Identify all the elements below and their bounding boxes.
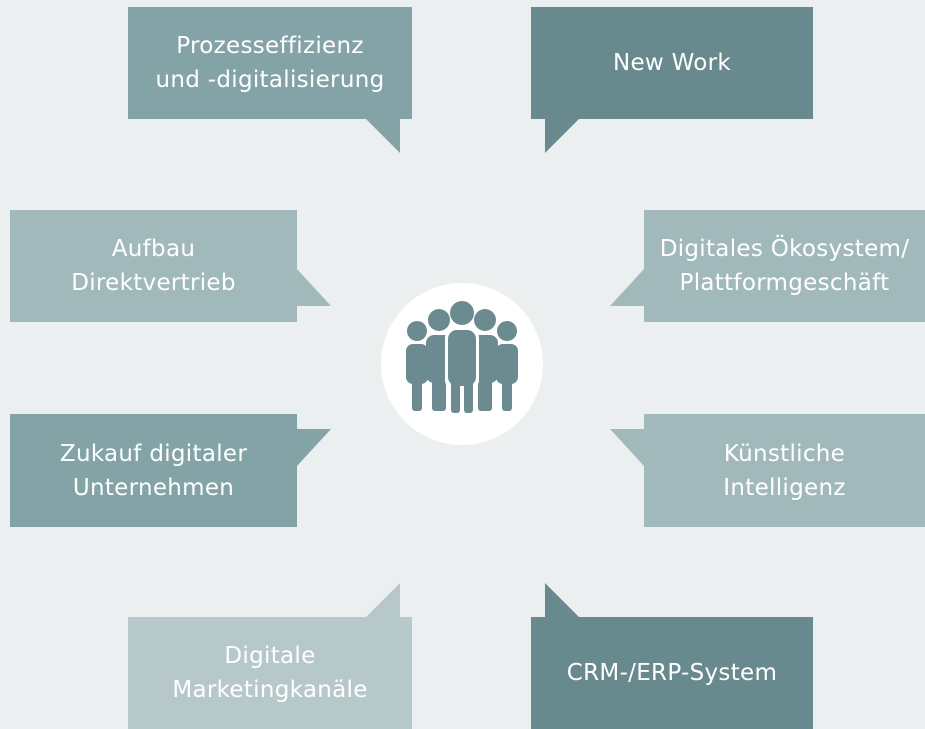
bubble-tail-6 <box>610 429 644 466</box>
bubble-aufbau-direktvertrieb: Aufbau Direktvertrieb <box>10 210 297 322</box>
bubble-line: Zukauf digitaler <box>59 440 248 467</box>
bubble-new-work: New Work <box>531 7 813 119</box>
bubble-line: CRM-/ERP-System <box>566 660 778 686</box>
bubble-line: Aufbau <box>111 236 196 262</box>
bubble-line: Digitale <box>224 643 316 669</box>
bubble-line: Intelligenz <box>723 474 846 501</box>
center-circle <box>381 283 543 445</box>
bubble-line: Unternehmen <box>72 474 235 501</box>
bubble-line: Digitales Ökosystem/ <box>659 236 910 262</box>
bubble-line: Künstliche <box>723 440 846 467</box>
bubble-line: Prozesseffizienz <box>176 33 364 59</box>
bubble-tail-4 <box>610 269 644 306</box>
bubble-tail-3 <box>297 269 331 306</box>
bubble-line: Direktvertrieb <box>71 270 236 296</box>
bubble-line: New Work <box>612 50 732 76</box>
bubble-digitales-oekosystem: Digitales Ökosystem/ Plattformgeschäft <box>644 210 925 322</box>
bubble-tail-2 <box>545 119 579 153</box>
bubble-kuenstliche-intelligenz: Künstliche Intelligenz <box>644 414 925 527</box>
bubble-zukauf-digitaler-unternehmen: Zukauf digitaler Unternehmen <box>10 414 297 527</box>
bubble-digitale-marketingkanaele: Digitale Marketingkanäle <box>128 617 412 729</box>
bubble-tail-1 <box>366 119 400 153</box>
bubble-crm-erp-system: CRM-/ERP-System <box>531 617 813 729</box>
bubble-line: Marketingkanäle <box>172 677 368 703</box>
bubble-tail-7 <box>366 583 400 617</box>
bubble-tail-5 <box>297 429 331 466</box>
people-group-icon <box>406 301 518 413</box>
bubble-tail-8 <box>545 583 579 617</box>
bubble-prozesseffizienz: Prozesseffizienz und -digitalisierung <box>128 7 412 119</box>
bubble-line: Plattformgeschäft <box>679 270 890 296</box>
bubble-line: und -digitalisierung <box>155 67 385 93</box>
